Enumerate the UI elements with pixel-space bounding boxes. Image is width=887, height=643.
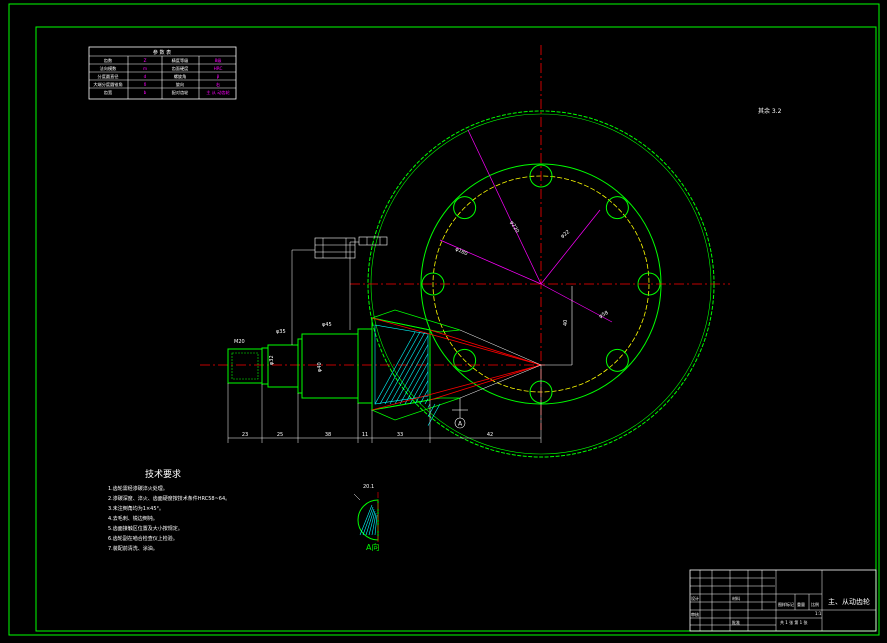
diameter-label-22: φ22 (560, 229, 571, 239)
hatch-line (379, 331, 421, 405)
section-marker-label: A (458, 421, 463, 428)
params-cell: 配对齿轮 (172, 89, 190, 96)
detail-hatch-line (362, 506, 374, 536)
bolt-hole (605, 348, 629, 372)
shaft-side-view: M20 φ32 φ35 φ40 φ45 23 25 38 11 33 42 (227, 236, 542, 443)
title-block-check: 审核 (691, 611, 699, 617)
tech-requirement-item: 7.装配前清洗、涂油。 (108, 545, 158, 552)
params-cell: β (217, 74, 220, 79)
params-cell: b (144, 90, 147, 95)
detail-hatch-line (371, 512, 377, 536)
diameter-label-35: φ35 (276, 329, 286, 335)
title-block-sheet: 共 1 张 第 1 张 (780, 619, 807, 625)
gear-front-view: φ220 φ180 φ22 φ58 40 (200, 45, 730, 458)
sheet-outer-border (8, 3, 880, 636)
hatch-line (414, 380, 429, 405)
tech-requirements: 技术要求 1.齿轮需经渗碳淬火处理。 2.渗碳深度、淬火、齿面硬度按技术条件HRC… (108, 468, 230, 552)
detail-hatch-line (374, 514, 378, 536)
params-cell: 齿宽 (104, 89, 113, 96)
params-cell: 8级 (215, 57, 223, 64)
params-cell: 主 从 动齿轮 (206, 89, 230, 96)
view-label: A向 (366, 542, 379, 552)
params-table-header: 参 数 表 (153, 49, 171, 56)
params-cell: 齿数 (104, 57, 113, 64)
title-block-title: 主、从动齿轮 (828, 597, 870, 606)
params-cell: δ (144, 82, 147, 87)
hatch-line (419, 389, 429, 405)
bolt-hole (453, 196, 477, 220)
params-cell: 齿面硬度 (172, 65, 190, 72)
title-block-weight: 重量 (797, 601, 805, 607)
hatch-line (374, 331, 416, 405)
dimension-33: 33 (397, 432, 403, 438)
tech-requirement-item: 1.齿轮需经渗碳淬火处理。 (108, 485, 168, 492)
params-cell: 精度等级 (172, 57, 190, 64)
section-marker-circle (454, 417, 466, 429)
sheet-inner-border (35, 26, 877, 632)
hatch-line (409, 371, 429, 405)
title-block-material: 材料 (732, 595, 740, 601)
title-block-scale-value: 1:1 (815, 611, 822, 616)
dimension-11: 11 (362, 432, 368, 438)
tech-requirement-item: 5.齿面接触区位置及大小按规定。 (108, 525, 183, 532)
hatch-line (427, 403, 431, 408)
diameter-label-180: φ180 (454, 246, 468, 257)
detail-angle-label: 20.1 (363, 484, 374, 490)
params-cell: m (143, 66, 147, 71)
dimension-42: 42 (487, 432, 493, 438)
tech-requirements-title: 技术要求 (145, 468, 181, 480)
hatch-line (424, 398, 429, 405)
hatch-line (384, 331, 426, 405)
tech-requirement-item: 6.齿轮副在啮合检查仪上检验。 (108, 535, 178, 542)
params-cell: 旋向 (176, 81, 184, 88)
params-cell: 分度圆直径 (98, 73, 119, 80)
dimension-23: 23 (242, 432, 248, 438)
dimension-25: 25 (277, 432, 283, 438)
tech-requirement-item: 3.未注倒角均为1×45°。 (108, 505, 164, 512)
roughness-note: 其余 3.2 (758, 107, 782, 115)
dimension-38: 38 (325, 432, 331, 438)
params-cell: 大端分度圆锥角 (93, 81, 122, 88)
title-block-draw: 设计 (691, 595, 699, 601)
shaft-label-top: φ45 (322, 322, 332, 328)
hatch-line (399, 353, 429, 405)
params-cell: d (144, 74, 147, 79)
bolt-hole (453, 348, 477, 372)
params-cell: Z (144, 58, 147, 63)
title-block-approve: 批准 (732, 619, 740, 625)
diameter-label-32: φ32 (269, 355, 275, 365)
title-block-scale: 比例 (811, 601, 819, 607)
hatch-line (404, 362, 429, 405)
diameter-label-40: φ40 (317, 362, 323, 372)
tech-requirement-item: 2.渗碳深度、淬火、齿面硬度按技术条件HRC58~64。 (108, 495, 230, 502)
hatch-line (394, 344, 429, 405)
params-cell: 螺旋角 (174, 73, 187, 80)
hatch-line (427, 403, 436, 417)
diameter-label-220: φ220 (508, 220, 520, 234)
detail-hatch-line (365, 508, 375, 536)
hatch-line (389, 335, 429, 405)
dimension-40: 40 (563, 320, 569, 326)
detail-hatch-line (359, 504, 373, 536)
bolt-hole (605, 196, 629, 220)
tech-requirement-item: 4.去毛刺、锐边倒钝。 (108, 515, 158, 522)
title-block-drawing-no: 图样标记 (778, 601, 794, 607)
detail-hatch-line (368, 510, 376, 536)
params-cell: 右 (216, 81, 220, 88)
params-cell: 法向模数 (100, 65, 118, 72)
bolt-hole (529, 164, 553, 188)
title-block: 主、从动齿轮 图样标记 重量 比例 1:1 共 1 张 第 1 张 设计 审核 … (689, 569, 877, 632)
diameter-label-m20: M20 (234, 339, 245, 345)
params-cell: HRC (214, 66, 223, 71)
detail-view-a: 20.1 A向 (353, 484, 379, 552)
diameter-label-58: φ58 (598, 310, 609, 320)
